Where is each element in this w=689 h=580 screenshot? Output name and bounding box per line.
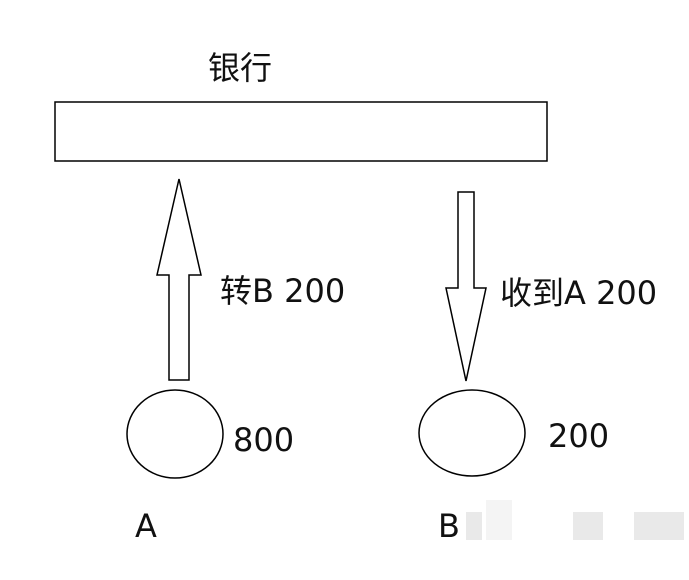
watermark-block — [634, 512, 684, 540]
watermark-block — [573, 512, 603, 540]
watermark-block — [466, 512, 482, 540]
account-b-circle — [418, 389, 526, 477]
transfer-in-label: 收到A 200 — [500, 274, 658, 312]
arrow-up-a-to-bank — [156, 178, 202, 381]
account-b-balance: 200 — [548, 417, 610, 455]
watermark-block — [486, 500, 512, 540]
account-a-name: A — [135, 507, 157, 545]
bank-label: 银行 — [208, 49, 273, 87]
arrow-down-bank-to-b — [445, 191, 487, 382]
transfer-out-label: 转B 200 — [220, 272, 346, 310]
account-a-balance: 800 — [233, 421, 295, 459]
account-b-name: B — [438, 507, 460, 545]
account-a-circle — [126, 389, 224, 479]
bank-box — [54, 101, 548, 162]
